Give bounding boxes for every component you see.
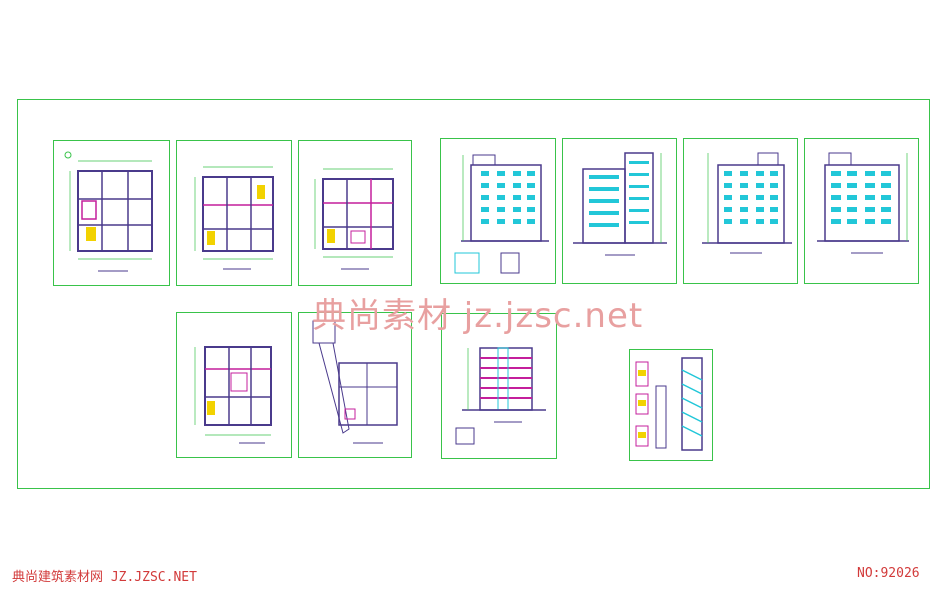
- floor-plan-sheet-2[interactable]: [176, 140, 292, 286]
- site-label: 典尚建筑素材网 JZ.JZSC.NET: [12, 570, 197, 585]
- floor-plan-sheet-4[interactable]: [176, 312, 292, 458]
- floor-plan-sheet-1[interactable]: [53, 140, 170, 286]
- detail-sheet[interactable]: [629, 349, 713, 461]
- watermark-text: 典尚素材 jz.jzsc.net: [312, 296, 644, 336]
- section-sheet[interactable]: [441, 313, 557, 459]
- site-plan-sheet[interactable]: [298, 312, 412, 458]
- floor-plan-sheet-3[interactable]: [298, 140, 412, 286]
- elevation-sheet-1[interactable]: [440, 138, 556, 284]
- elevation-sheet-2[interactable]: [562, 138, 677, 284]
- elevation-sheet-4[interactable]: [804, 138, 919, 284]
- drawing-number: NO:92026: [857, 566, 920, 581]
- drawing-frame: [17, 99, 930, 489]
- elevation-sheet-3[interactable]: [683, 138, 798, 284]
